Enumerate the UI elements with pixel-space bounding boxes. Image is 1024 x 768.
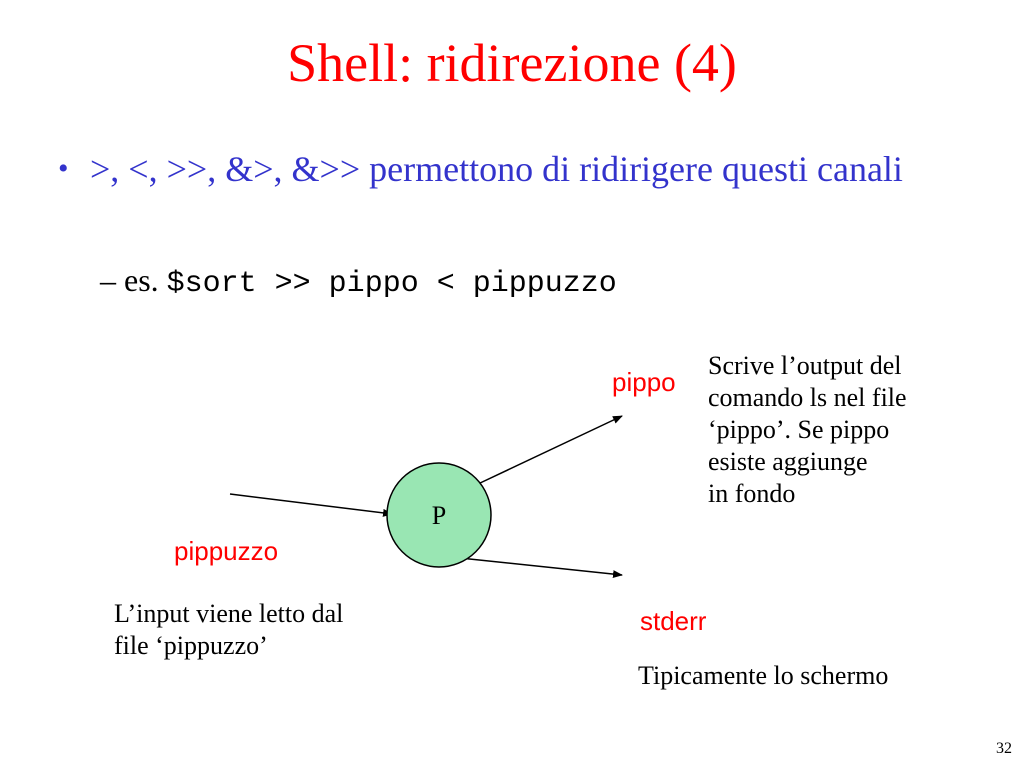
input-arrow bbox=[229, 493, 393, 517]
example-command: $sort >> pippo < pippuzzo bbox=[166, 267, 617, 301]
bullet-dot-icon: • bbox=[58, 152, 69, 185]
page-number: 32 bbox=[996, 740, 1012, 757]
input-note-line: file ‘pippuzzo’ bbox=[114, 631, 268, 660]
output-note-line: Scrive l’output del bbox=[708, 351, 902, 380]
input-note: L’input viene letto dal file ‘pippuzzo’ bbox=[114, 598, 343, 662]
sub-bullet-item: – es. $sort >> pippo < pippuzzo bbox=[100, 262, 617, 301]
bullet-text: >, <, >>, &>, &>> permettono di ridirige… bbox=[90, 146, 938, 192]
output-arrow bbox=[477, 415, 623, 485]
bullet-description: permettono di ridirigere questi canali bbox=[360, 149, 903, 189]
input-note-line: L’input viene letto dal bbox=[114, 599, 344, 628]
output-note-line: in fondo bbox=[708, 479, 796, 508]
sub-bullet-prefix: es. bbox=[124, 262, 167, 298]
output-file-label: pippo bbox=[612, 367, 676, 397]
process-label: P bbox=[432, 501, 446, 530]
stderr-note: Tipicamente lo schermo bbox=[638, 661, 889, 690]
output-note: Scrive l’output del comando ls nel file … bbox=[708, 350, 907, 510]
output-note-line: esiste aggiunge bbox=[708, 447, 868, 476]
stderr-arrow bbox=[459, 557, 623, 579]
sub-bullet-dash: – bbox=[100, 262, 116, 298]
process-node bbox=[386, 462, 492, 568]
output-note-line: comando ls nel file bbox=[708, 383, 907, 412]
stderr-label: stderr bbox=[640, 606, 707, 636]
redirect-operators: >, <, >>, &>, &>> bbox=[90, 149, 361, 189]
slide-title: Shell: ridirezione (4) bbox=[287, 33, 737, 93]
input-file-label: pippuzzo bbox=[174, 536, 279, 566]
bullet-item: • >, <, >>, &>, &>> permettono di ridiri… bbox=[58, 146, 938, 192]
output-note-line: ‘pippo’. Se pippo bbox=[708, 415, 890, 444]
